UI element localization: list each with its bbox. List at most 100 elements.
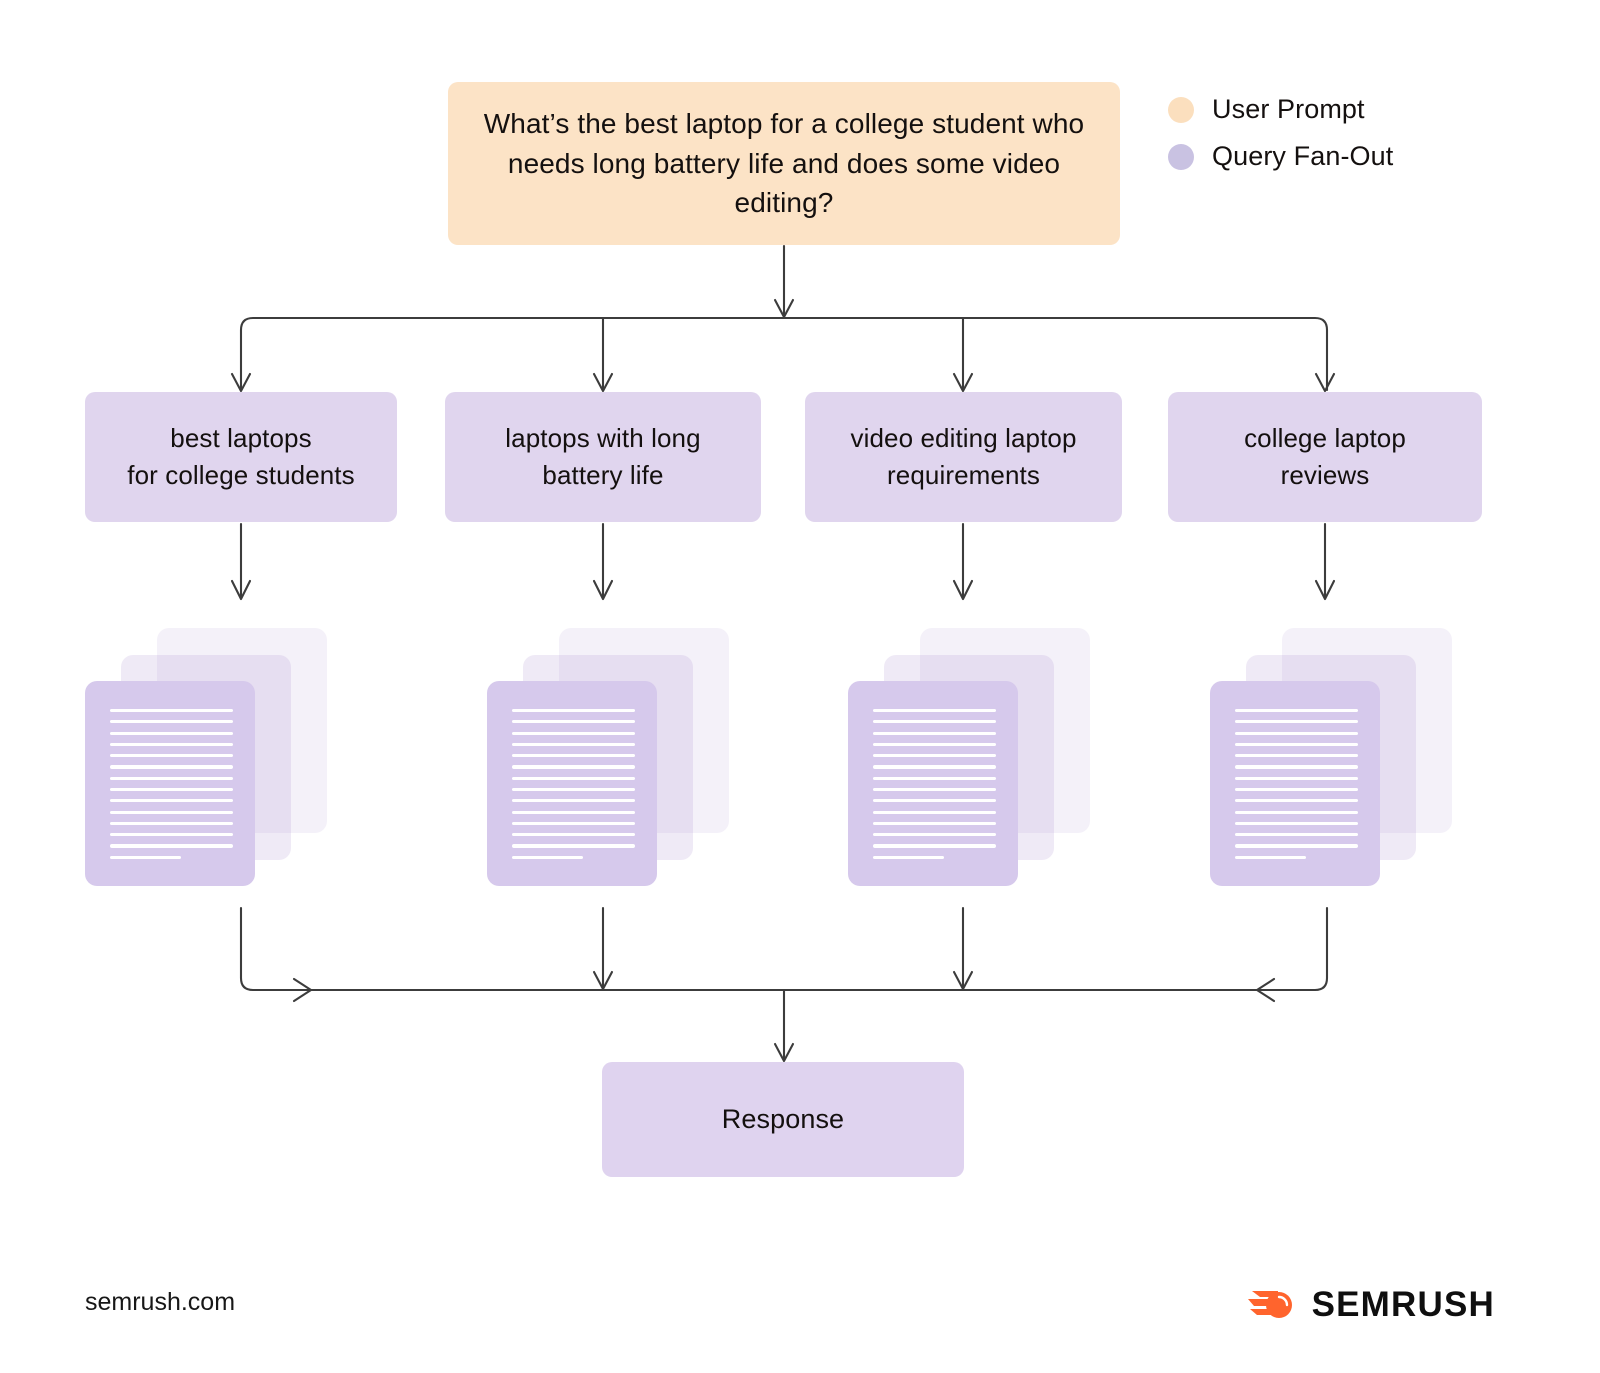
document-stack-1: [85, 628, 337, 886]
document-text-line: [1235, 844, 1358, 848]
arrowhead-merge-right: [1255, 977, 1276, 1003]
semrush-logo-icon: [1247, 1291, 1292, 1318]
legend-label-user-prompt: User Prompt: [1212, 94, 1365, 124]
document-text-line: [1235, 855, 1307, 859]
response-box: Response: [602, 1062, 964, 1177]
connector-fanout-bus: [239, 316, 1329, 392]
legend-item-query-fan-out: Query Fan-Out: [1168, 133, 1498, 180]
document-text-line: [873, 776, 996, 780]
document-text-line: [110, 855, 182, 859]
document-text-line: [110, 787, 233, 792]
legend-item-user-prompt: User Prompt: [1168, 86, 1498, 133]
document-text-line: [512, 787, 635, 792]
arrowhead-merge-3: [952, 970, 974, 991]
document-text-line: [110, 765, 233, 769]
document-text-line: [873, 754, 996, 758]
document-stack-3: [848, 628, 1100, 886]
arrowhead-prompt-to-bus: [773, 298, 795, 319]
legend-label-query-fan-out: Query Fan-Out: [1212, 141, 1394, 171]
document-text-line: [1235, 709, 1358, 713]
document-text-line: [110, 754, 233, 758]
document-text-line: [1235, 776, 1358, 780]
document-text-line: [110, 799, 233, 803]
document-text-line: [512, 720, 635, 724]
arrowhead-response: [773, 1042, 795, 1063]
arrowhead-merge-2: [592, 970, 614, 991]
footer-url: semrush.com: [85, 1288, 236, 1316]
document-text-line: [512, 855, 584, 859]
document-text-line: [110, 833, 233, 837]
document-text-lines: [110, 709, 233, 859]
document-text-line: [873, 855, 945, 859]
response-label: Response: [721, 1104, 845, 1134]
document-text-line: [110, 720, 233, 724]
document-text-line: [1235, 787, 1358, 792]
document-text-line: [1235, 833, 1358, 837]
document-text-line: [110, 776, 233, 780]
arrowhead-query-3: [952, 372, 974, 393]
document-text-line: [1235, 821, 1358, 825]
document-stack-2: [487, 628, 739, 886]
document-text-line: [873, 765, 996, 769]
document-text-line: [873, 844, 996, 848]
arrowhead-docs-4: [1314, 579, 1336, 601]
semrush-wordmark: SEMRUSH: [1311, 1285, 1495, 1324]
document-text-line: [873, 821, 996, 825]
document-text-line: [1235, 799, 1358, 803]
document-text-line: [512, 810, 635, 814]
document-text-line: [873, 709, 996, 713]
document-text-line: [110, 731, 233, 735]
document-text-line: [512, 754, 635, 758]
arrowhead-query-1: [230, 372, 252, 393]
document-text-line: [873, 787, 996, 792]
document-text-line: [873, 731, 996, 735]
document-text-line: [1235, 765, 1358, 769]
arrowhead-query-4: [1314, 372, 1336, 393]
arrowhead-docs-3: [952, 579, 974, 601]
circle-icon: [1168, 96, 1194, 123]
document-text-lines: [873, 709, 996, 859]
user-prompt-box: What’s the best laptop for a college stu…: [448, 82, 1120, 245]
legend: User Prompt Query Fan-Out: [1168, 86, 1498, 180]
document-text-line: [873, 833, 996, 837]
document-text-line: [873, 742, 996, 747]
document-stack-4: [1210, 628, 1462, 886]
semrush-brand: SEMRUSH: [1246, 1285, 1495, 1325]
document-text-line: [512, 709, 635, 713]
document-text-line: [512, 776, 635, 780]
arrowhead-docs-2: [592, 579, 614, 601]
document-text-line: [1235, 720, 1358, 724]
document-text-line: [873, 810, 996, 814]
document-text-line: [110, 709, 233, 713]
document-text-line: [110, 844, 233, 848]
arrowhead-docs-1: [230, 579, 252, 601]
document-text-line: [512, 799, 635, 803]
document-text-line: [512, 833, 635, 837]
document-text-lines: [1235, 709, 1358, 859]
document-card-front: [487, 681, 657, 886]
arrowhead-query-2: [592, 372, 614, 393]
document-text-line: [512, 731, 635, 735]
user-prompt-text: What’s the best laptop for a college stu…: [483, 107, 1085, 219]
document-text-line: [1235, 742, 1358, 747]
document-card-front: [1210, 681, 1380, 886]
arrowhead-merge-left: [292, 977, 313, 1003]
document-text-line: [1235, 731, 1358, 735]
document-text-line: [110, 821, 233, 825]
document-card-front: [848, 681, 1018, 886]
document-text-line: [110, 742, 233, 747]
document-text-lines: [512, 709, 635, 859]
document-card-front: [85, 681, 255, 886]
document-text-line: [110, 810, 233, 814]
connector-merge-bus: [239, 906, 1329, 992]
document-text-line: [1235, 810, 1358, 814]
